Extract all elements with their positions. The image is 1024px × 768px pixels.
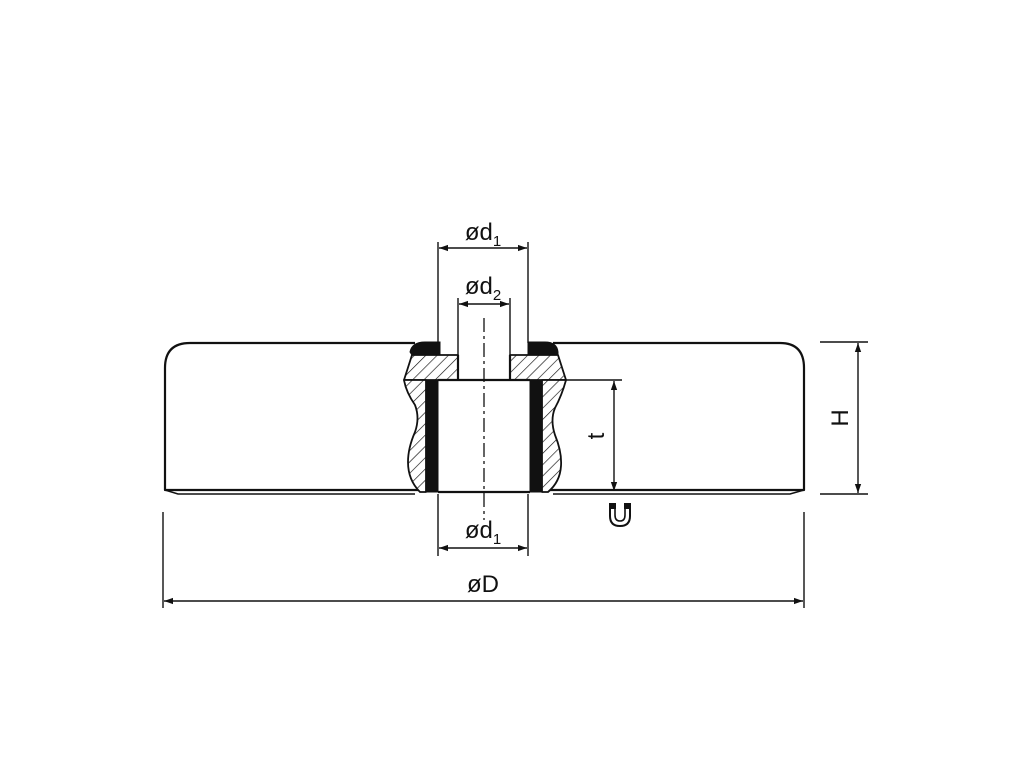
inner-wall-left <box>425 379 439 493</box>
d1-top-label: ød1 <box>465 219 501 250</box>
collar-left-hatched <box>403 354 459 381</box>
pot-body-right-outline <box>545 341 806 492</box>
D-label: øD <box>467 571 499 598</box>
horseshoe-magnet-icon <box>609 503 631 528</box>
base-plate-left <box>164 489 415 495</box>
d1-bottom-label: ød1 <box>465 517 501 548</box>
sleeve-left-hatched <box>403 379 427 493</box>
top-ring-right <box>527 341 559 356</box>
bore-outline <box>438 355 530 494</box>
pot-body-left-outline <box>163 341 420 492</box>
base-plate-right <box>553 489 805 495</box>
top-ring-left <box>409 341 441 356</box>
t-label: t <box>583 432 610 439</box>
d2-label: ød2 <box>465 273 501 304</box>
H-label: H <box>827 409 854 426</box>
inner-wall-right <box>529 379 543 493</box>
sleeve-right-hatched <box>541 379 567 493</box>
collar-right-hatched <box>509 354 567 381</box>
